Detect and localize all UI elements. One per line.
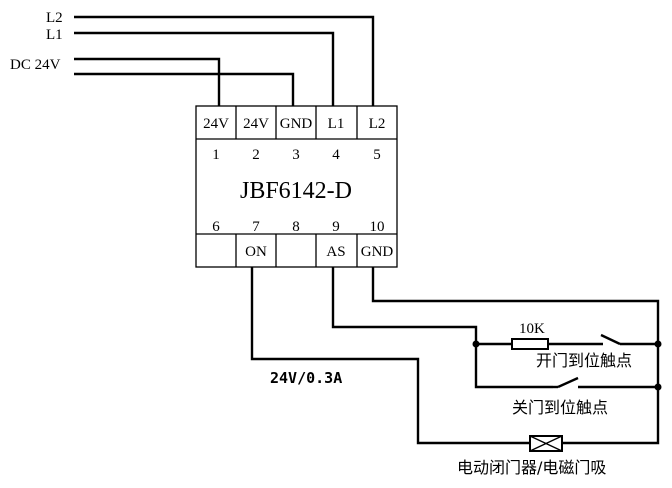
terminal-number-7: 7 xyxy=(252,219,260,235)
wire-gnd-return xyxy=(371,267,660,445)
input-label-l2: L2 xyxy=(46,10,63,26)
output-rating-label: 24V/0.3A xyxy=(270,369,342,387)
close-contact-switch-symbol xyxy=(557,376,579,389)
terminal-number-6: 6 xyxy=(212,219,220,235)
door-closer-cross xyxy=(529,435,563,452)
terminal-label-5: L2 xyxy=(369,116,386,132)
terminal-label-2: 24V xyxy=(243,116,269,132)
load-label: 电动闭门器/电磁门吸 xyxy=(457,458,606,477)
resistor-label: 10K xyxy=(519,321,545,337)
junction-dot xyxy=(654,340,662,348)
module-model: JBF6142-D xyxy=(240,178,352,204)
terminal-number-4: 4 xyxy=(332,147,340,163)
terminal-label-3: GND xyxy=(280,116,313,132)
input-label-dc24v: DC 24V xyxy=(10,57,61,73)
terminal-number-5: 5 xyxy=(373,147,381,163)
resistor-symbol xyxy=(511,338,549,350)
terminal-number-2: 2 xyxy=(252,147,260,163)
wire-on-output xyxy=(250,267,530,445)
module-box xyxy=(195,105,398,268)
input-label-l1: L1 xyxy=(46,27,63,43)
terminal-label-1: 24V xyxy=(203,116,229,132)
terminal-label-7: ON xyxy=(245,244,267,260)
terminal-number-10: 10 xyxy=(370,219,385,235)
terminal-number-1: 1 xyxy=(212,147,220,163)
terminal-number-8: 8 xyxy=(292,219,300,235)
terminal-number-9: 9 xyxy=(332,219,340,235)
wire-as-input xyxy=(331,267,553,389)
wire-l2 xyxy=(74,15,375,106)
terminal-label-9: AS xyxy=(326,244,345,260)
terminal-label-10: GND xyxy=(361,244,394,260)
close-contact-label: 关门到位触点 xyxy=(512,398,608,417)
open-contact-label: 开门到位触点 xyxy=(536,351,632,370)
terminal-number-3: 3 xyxy=(292,147,300,163)
junction-dot xyxy=(654,383,662,391)
wire-dc24v-positive xyxy=(74,57,221,106)
junction-dot xyxy=(472,340,480,348)
wire-l1 xyxy=(74,31,335,106)
terminal-label-4: L1 xyxy=(328,116,345,132)
open-contact-switch-symbol xyxy=(600,333,621,346)
wire-dc24v-gnd xyxy=(74,72,295,106)
